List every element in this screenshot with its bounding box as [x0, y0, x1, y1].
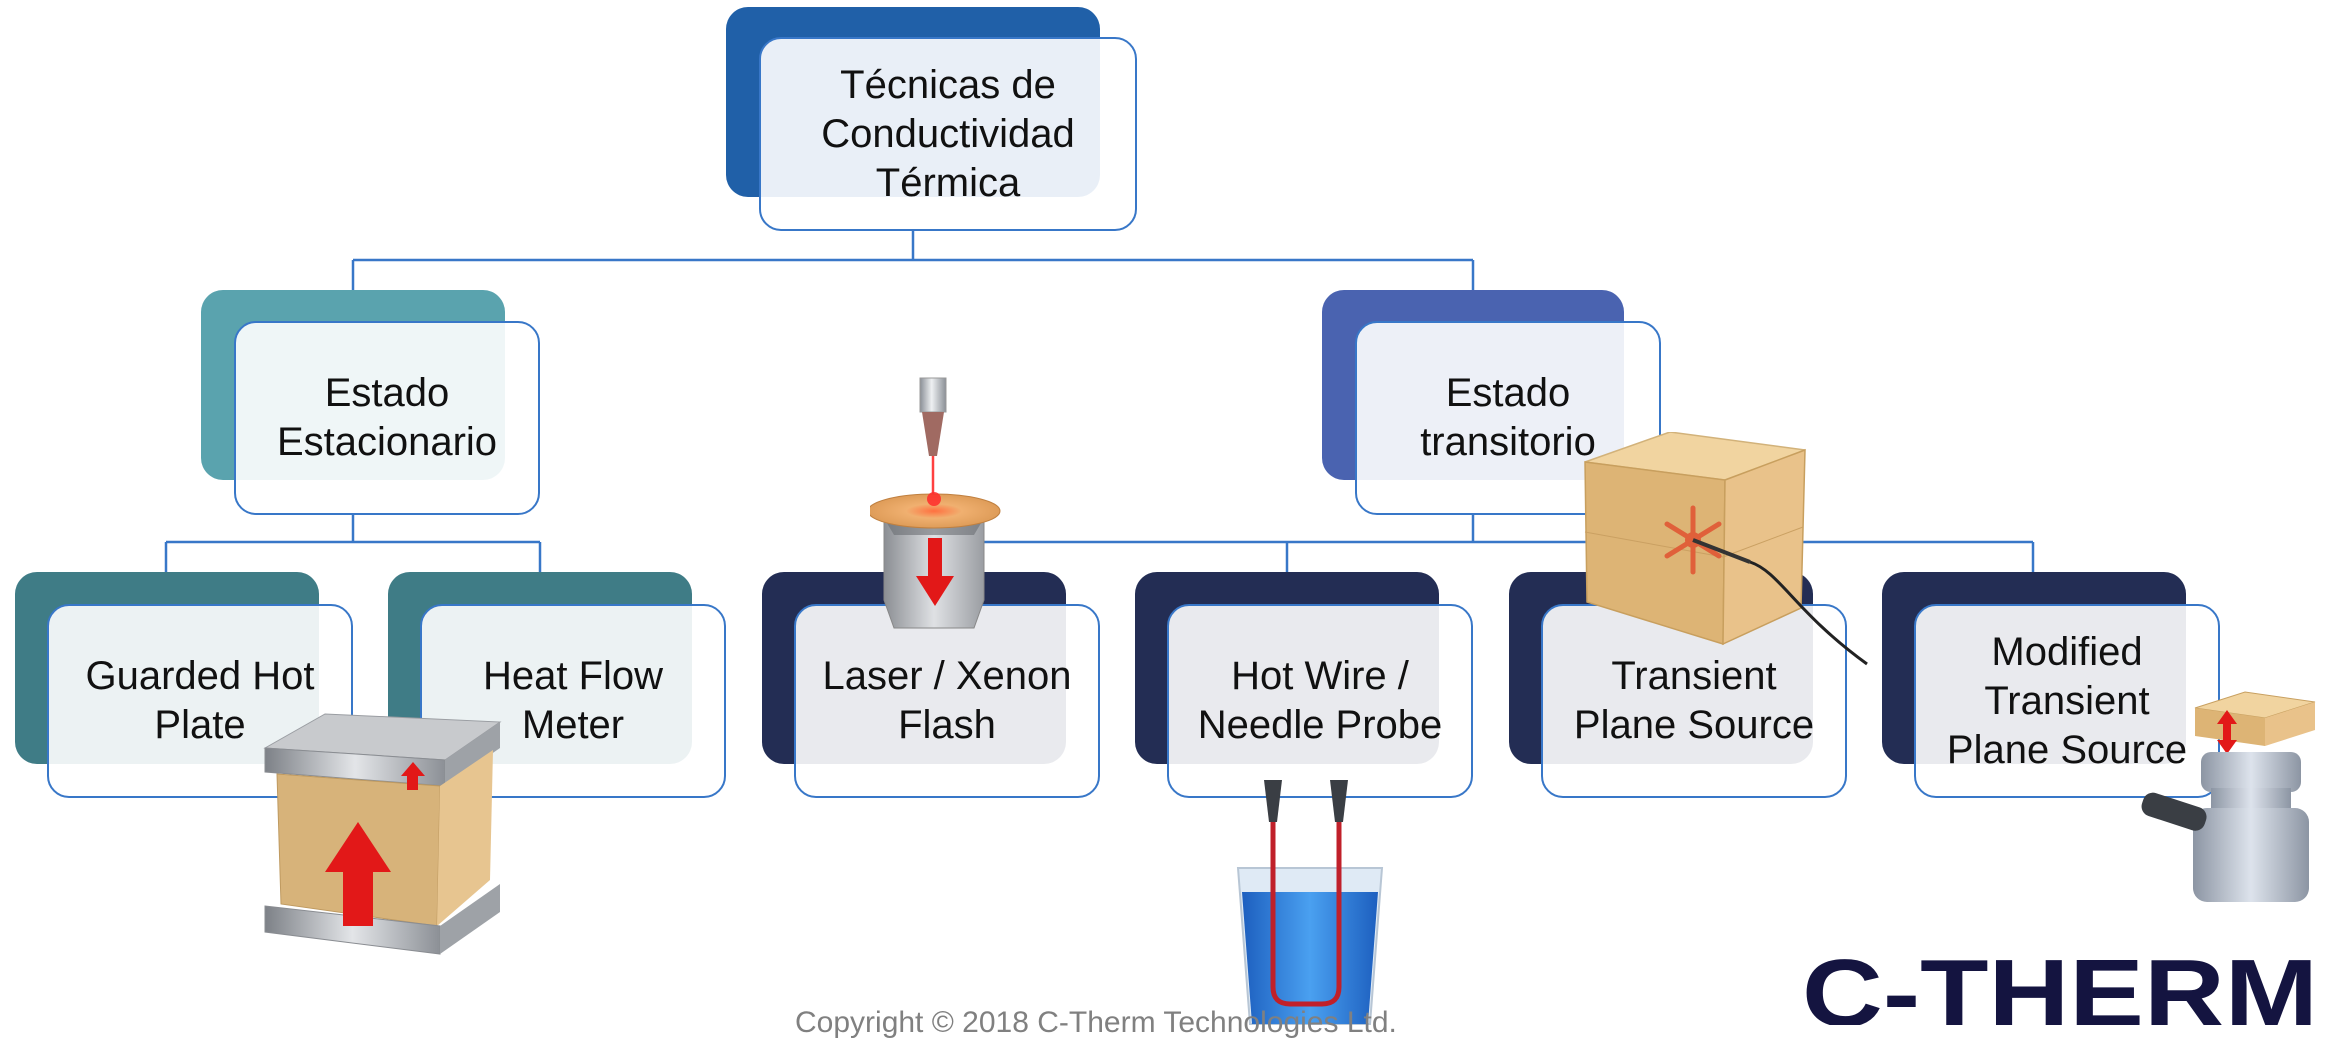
- root-node: [759, 37, 1137, 231]
- method-laser-flash: [794, 604, 1100, 798]
- category-steady-state: [234, 321, 540, 515]
- category-steady-label: Estado Estacionario: [276, 371, 498, 464]
- mtps-sensor-illustration: [2141, 691, 2316, 902]
- method-hot-wire: [1167, 604, 1473, 798]
- laser-flash-illustration: [870, 377, 1001, 629]
- tps-cube-illustration: [1584, 432, 1868, 666]
- method-hotwire-label: Hot Wire / Needle Probe: [1197, 654, 1443, 747]
- hot-wire-beaker-illustration: [1236, 780, 1384, 1025]
- copyright-text: Copyright © 2018 C-Therm Technologies Lt…: [795, 1006, 1397, 1039]
- method-hfm-label: Heat Flow Meter: [482, 654, 664, 747]
- category-transient-label: Estado transitorio: [1420, 371, 1596, 464]
- method-tps-label: Transient Plane Source: [1573, 654, 1815, 747]
- method-mtps-label: Modified Transient Plane Source: [1946, 629, 2188, 772]
- c-therm-logo-text: C-THERM: [1802, 952, 2318, 1025]
- root-node-label: Técnicas de Conductividad Térmica: [821, 62, 1075, 205]
- guarded-hot-plate-illustration: [263, 713, 502, 955]
- c-therm-logo: C-THERM: [1802, 952, 2318, 1025]
- method-modified-tps: [1914, 604, 2220, 798]
- method-laser-label: Laser / Xenon Flash: [822, 654, 1072, 747]
- method-ghp-label: Guarded Hot Plate: [85, 654, 315, 747]
